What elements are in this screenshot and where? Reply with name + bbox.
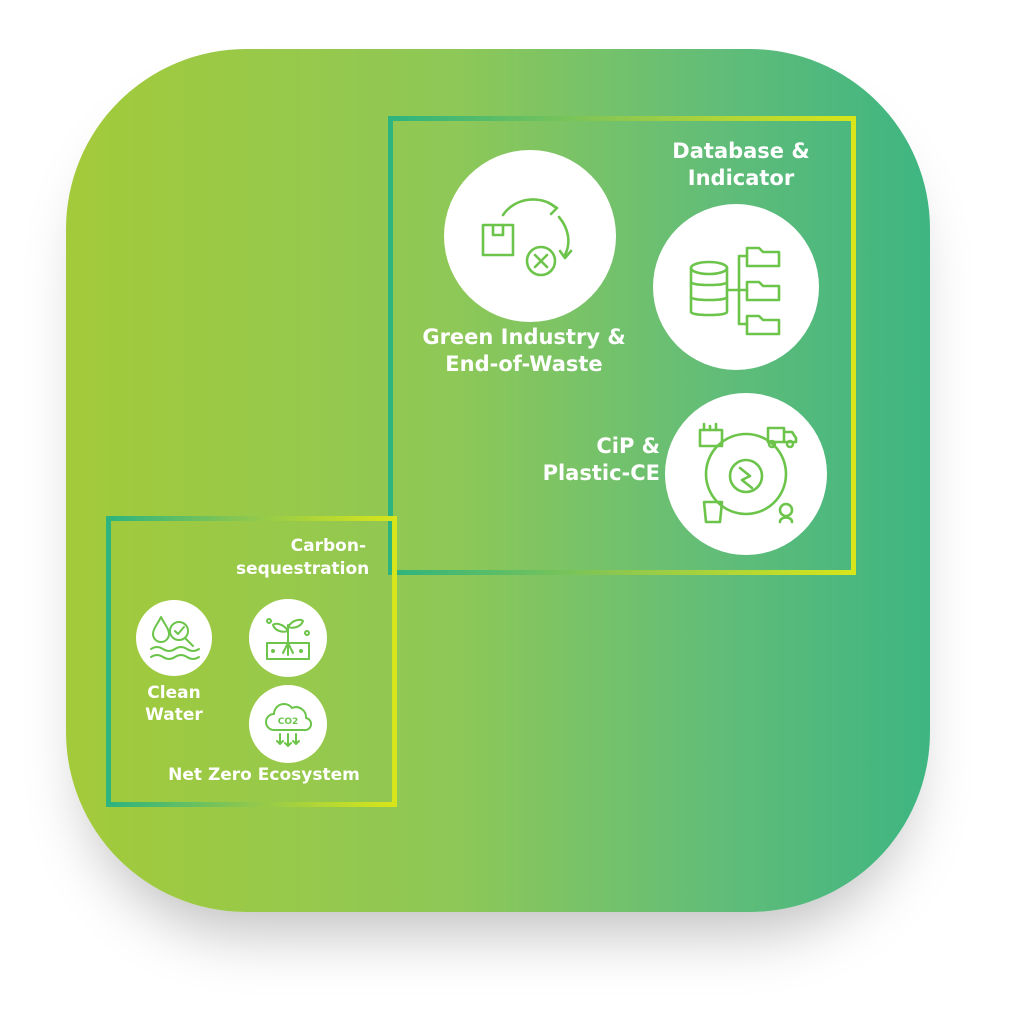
green-industry-circle — [444, 150, 616, 322]
co2-cloud-icon: CO2 — [265, 703, 313, 747]
database-label-line2: Indicator — [687, 166, 795, 191]
circular-economy-icon — [698, 422, 798, 524]
clean-water-label-line2: Water — [145, 705, 203, 726]
database-circle — [653, 204, 819, 370]
cip-label-line2: Plastic-CE — [542, 461, 660, 486]
net-zero-circle: CO2 — [249, 685, 327, 763]
cip-label: CiP & Plastic-CE — [500, 433, 660, 488]
clean-water-circle — [136, 600, 212, 676]
database-label: Database & Indicator — [657, 138, 825, 193]
net-zero-label: Net Zero Ecosystem — [168, 765, 360, 785]
carbon-label-line2: sequestration — [236, 558, 370, 579]
carbon-sequestration-label: Carbon- sequestration — [236, 535, 370, 581]
green-industry-label-line1: Green Industry & — [422, 325, 626, 349]
clean-water-label-line1: Clean — [147, 683, 201, 703]
carbon-sequestration-circle — [249, 599, 327, 677]
database-label-line1: Database & — [672, 139, 810, 163]
database-folders-icon — [689, 246, 781, 336]
water-drop-magnifier-icon — [150, 616, 200, 660]
carbon-label-line1: Carbon- — [290, 536, 366, 556]
co2-text: CO2 — [278, 717, 299, 727]
green-industry-label: Green Industry & End-of-Waste — [404, 324, 644, 379]
plant-soil-icon — [266, 618, 310, 660]
cip-circle — [665, 393, 827, 555]
recycle-box-icon — [481, 198, 573, 277]
green-industry-label-line2: End-of-Waste — [445, 352, 603, 377]
cip-label-line1: CiP & — [596, 434, 660, 458]
clean-water-label: Clean Water — [126, 682, 222, 726]
